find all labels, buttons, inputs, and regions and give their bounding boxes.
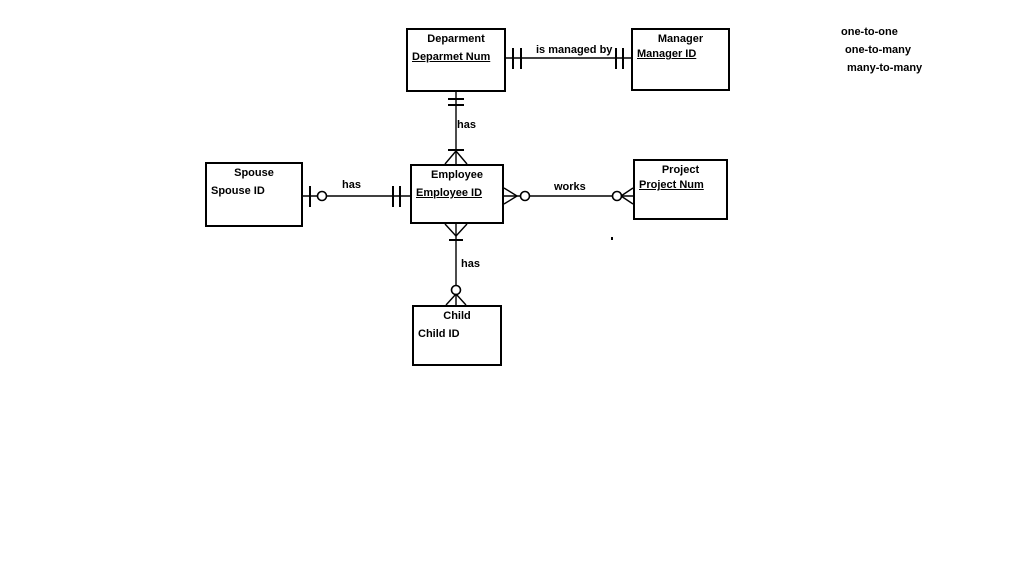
entity-employee[interactable]: Employee Employee ID xyxy=(410,164,504,224)
entity-department[interactable]: Deparment Deparmet Num xyxy=(406,28,506,92)
entity-employee-attribute: Employee ID xyxy=(416,187,483,199)
entity-spouse-title: Spouse xyxy=(234,167,274,179)
legend-item-many-to-many: many-to-many xyxy=(847,62,923,74)
entity-manager[interactable]: Manager Manager ID xyxy=(631,28,730,91)
entity-spouse-attribute: Spouse ID xyxy=(211,185,265,197)
connector-employee-project xyxy=(503,187,634,205)
connector-department-manager xyxy=(506,48,631,69)
legend-item-one-to-one: one-to-one xyxy=(841,26,898,38)
relationship-label-employee-has-child: has xyxy=(461,258,480,270)
entity-project[interactable]: Project Project Num xyxy=(633,159,728,220)
relationship-label-spouse-has: has xyxy=(342,179,361,191)
entity-child-title: Child xyxy=(443,310,471,322)
connector-spouse-employee xyxy=(303,186,410,207)
entity-child[interactable]: Child Child ID xyxy=(412,305,502,366)
entity-project-title: Project xyxy=(661,164,700,176)
entity-employee-title: Employee xyxy=(431,169,483,181)
entity-manager-attribute: Manager ID xyxy=(637,48,697,60)
legend-item-one-to-many: one-to-many xyxy=(845,44,911,56)
relationship-label-department-has: has xyxy=(457,119,476,131)
entity-child-attribute: Child ID xyxy=(418,328,460,340)
relationship-label-works: works xyxy=(554,181,586,193)
entity-manager-title: Manager xyxy=(657,33,704,45)
connector-department-employee xyxy=(444,92,468,165)
entity-project-attribute: Project Num xyxy=(639,179,704,191)
entity-spouse[interactable]: Spouse Spouse ID xyxy=(205,162,303,227)
stray-dot xyxy=(611,237,613,240)
relationship-label-is-managed-by: is managed by xyxy=(536,44,613,56)
connector-employee-child xyxy=(444,223,468,306)
entity-department-attribute: Deparmet Num xyxy=(412,51,491,63)
entity-department-title: Deparment xyxy=(427,33,485,45)
